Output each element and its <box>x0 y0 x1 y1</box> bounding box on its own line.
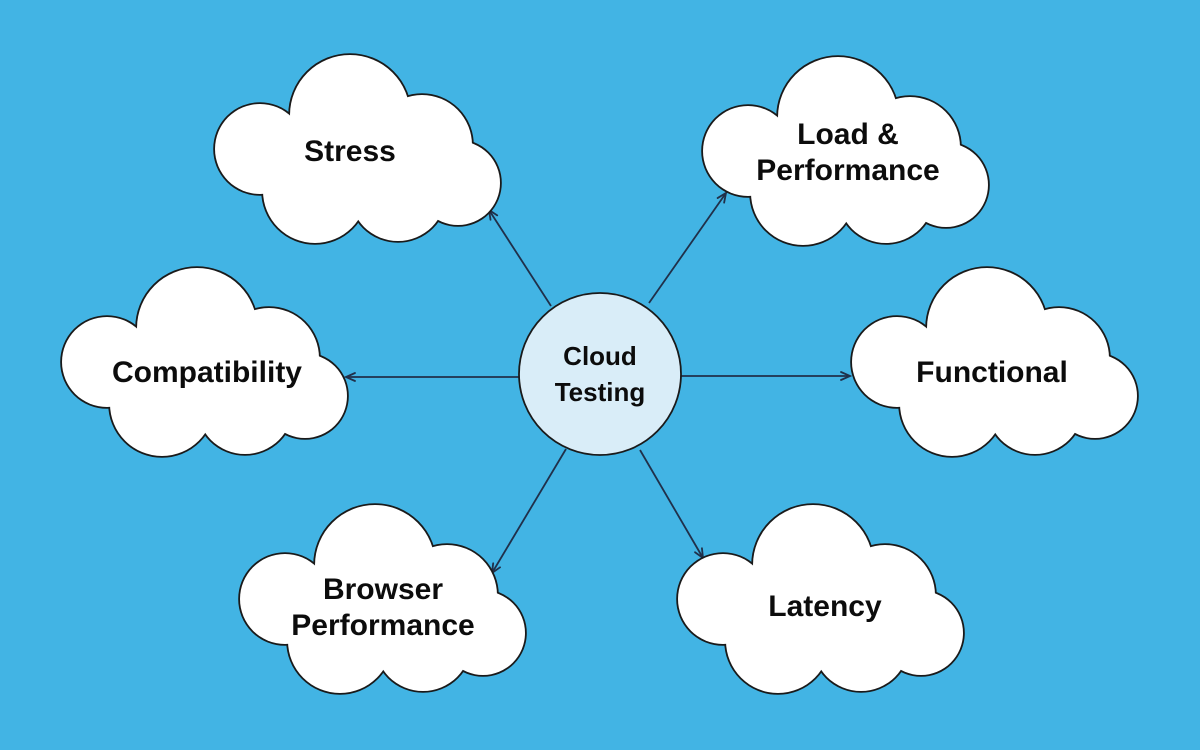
edge-center-to-load-performance <box>648 193 726 304</box>
edge-center-to-latency <box>639 449 703 558</box>
node-browser-performance: Browser Performance <box>238 503 527 695</box>
node-functional: Functional <box>850 266 1139 458</box>
node-load-performance: Load & Performance <box>701 55 990 247</box>
node-label: Browser <box>323 573 443 606</box>
node-label: Performance <box>756 154 939 187</box>
node-label: Performance <box>291 609 474 642</box>
node-label: Stress <box>304 135 396 168</box>
center-circle <box>518 292 682 456</box>
node-latency: Latency <box>676 503 965 695</box>
edge-center-to-browser-performance <box>492 448 567 573</box>
node-label: Functional <box>916 356 1068 389</box>
center-node-label: Testing <box>555 377 646 407</box>
edge-center-to-stress <box>489 210 552 307</box>
node-stress: Stress <box>213 53 502 245</box>
node-compatibility: Compatibility <box>60 266 349 458</box>
node-label: Latency <box>768 590 882 623</box>
center-node-label: Cloud <box>563 341 637 371</box>
node-label: Compatibility <box>112 356 302 389</box>
edges <box>346 193 850 573</box>
center-node: Cloud Testing <box>518 292 682 456</box>
node-label: Load & <box>797 118 899 151</box>
